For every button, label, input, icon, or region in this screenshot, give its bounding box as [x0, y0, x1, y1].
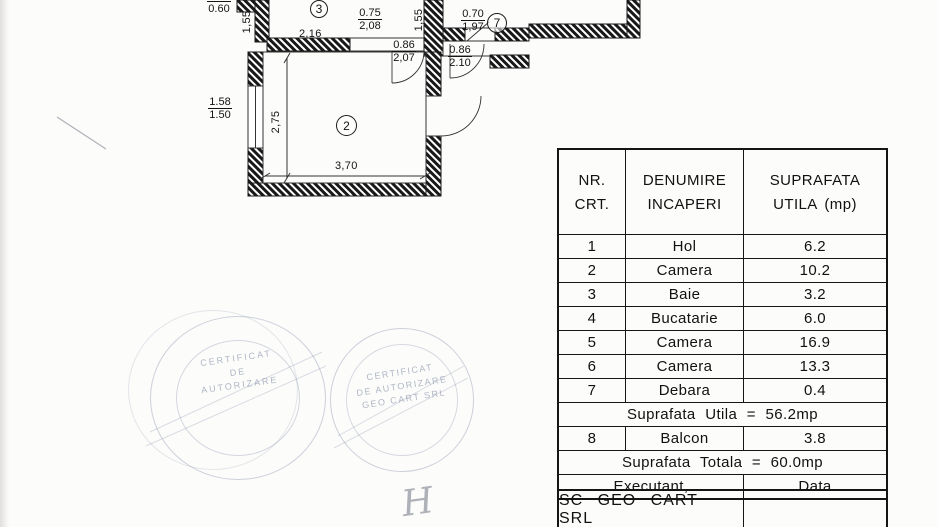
dim-window-height: 1.50	[209, 109, 231, 122]
cell-nr: 4	[587, 310, 597, 327]
total-row: Suprafata Totala = 60.0mp	[559, 450, 886, 474]
dimension-lines	[259, 52, 431, 184]
dim-window-158: 1.58 1.50	[205, 96, 235, 122]
cell-area: 10.2	[743, 259, 886, 282]
subtotal-text: Suprafata Utila = 56.2mp	[627, 406, 818, 423]
dim-room2-height: 2,75	[270, 110, 282, 134]
dim-door-086a-width: 0.86	[392, 39, 416, 53]
door-arcs	[391, 21, 490, 137]
cell-room-name: Baie	[625, 283, 743, 306]
cell-room-name: Camera	[625, 331, 743, 354]
dim-vertical-155-right: 1,55	[413, 8, 425, 32]
header-suprafata: SUPRAFATA	[769, 171, 861, 189]
header-denumire-incaperi: DENUMIRE INCAPERI	[625, 150, 743, 234]
dim-cut-top-value: 0.60	[207, 1, 231, 15]
stamp-right-inner-circle	[346, 344, 458, 456]
dim-window-width: 1.58	[208, 96, 232, 110]
thin-lines	[262, 27, 495, 184]
cell-area: 6.2	[743, 235, 886, 258]
cell-room-name: Hol	[625, 235, 743, 258]
signature-block: SC GEO CART SRL	[557, 489, 888, 527]
cell-area: 13.3	[743, 355, 886, 378]
room-number-2: 2	[336, 115, 357, 136]
dim-door-086a-height: 2,07	[393, 52, 415, 65]
cell-nr: 8	[587, 430, 597, 447]
table-row: 1 Hol 6.2	[559, 234, 886, 258]
table-header-row: NR. CRT. DENUMIRE INCAPERI SUPRAFATA UTI…	[559, 150, 886, 234]
dim-door-075-height: 2,08	[359, 20, 381, 33]
handwritten-mark: H	[399, 480, 437, 525]
dim-door-086b: 0.86 2.10	[445, 44, 475, 70]
dim-room2-width: 3,70	[335, 160, 358, 172]
dim-cut-top: 0.60	[204, 1, 234, 15]
table-row: 3 Baie 3.2	[559, 282, 886, 306]
dim-door-070-height: 1,97	[462, 21, 484, 34]
header-suprafata-utila: SUPRAFATA UTILA (mp)	[743, 150, 886, 234]
cell-nr: 2	[587, 262, 597, 279]
cell-nr: 1	[587, 238, 597, 255]
scan-edge-shadow	[0, 0, 9, 527]
total-text: Suprafata Totala = 60.0mp	[621, 454, 824, 471]
cell-area: 6.0	[743, 307, 886, 330]
dim-door-086a: 0.86 2,07	[388, 39, 420, 65]
header-denumire: DENUMIRE	[642, 171, 727, 189]
table-row: 6 Camera 13.3	[559, 354, 886, 378]
table-row: 2 Camera 10.2	[559, 258, 886, 282]
header-nr-crt: NR. CRT.	[559, 150, 625, 234]
dim-room3-width: 2,16	[299, 28, 322, 40]
dim-vertical-155-left: 1,55	[241, 10, 253, 34]
room-number-7: 7	[487, 13, 507, 33]
cell-area: 3.2	[743, 283, 886, 306]
header-nr: NR.	[578, 171, 606, 189]
cell-room-name: Camera	[625, 259, 743, 282]
dim-door-086b-height: 2.10	[449, 57, 471, 70]
cell-area: 0.4	[743, 379, 886, 402]
walls	[236, 0, 641, 197]
window	[247, 85, 264, 149]
dim-door-070-width: 0.70	[461, 8, 485, 22]
dim-door-075-width: 0.75	[358, 7, 382, 21]
stamp-left-ghost-circle	[128, 310, 298, 470]
dim-door-070: 0.70 1,97	[458, 8, 488, 34]
cell-room-name: Bucatarie	[625, 307, 743, 330]
header-crt: CRT.	[574, 195, 610, 213]
crease-line	[56, 116, 107, 150]
cell-room-name: Balcon	[625, 427, 743, 450]
company-name: SC GEO CART SRL	[559, 492, 698, 527]
header-incaperi: INCAPERI	[647, 195, 722, 213]
cell-room-name: Debara	[625, 379, 743, 402]
dim-door-075: 0.75 2,08	[354, 7, 386, 33]
stamp-right-outer-circle	[330, 328, 474, 472]
cell-area: 3.8	[743, 427, 886, 450]
floor-plan-drawing	[236, 0, 641, 197]
room-number-3: 3	[310, 0, 328, 18]
table-row: 5 Camera 16.9	[559, 330, 886, 354]
cell-nr: 6	[587, 358, 597, 375]
cell-nr: 7	[587, 382, 597, 399]
table-row: 4 Bucatarie 6.0	[559, 306, 886, 330]
subtotal-row: Suprafata Utila = 56.2mp	[559, 402, 886, 426]
dim-door-086b-width: 0.86	[448, 44, 472, 58]
cell-room-name: Camera	[625, 355, 743, 378]
cell-nr: 3	[587, 286, 597, 303]
room-area-table: NR. CRT. DENUMIRE INCAPERI SUPRAFATA UTI…	[557, 148, 888, 500]
date-cell-empty	[743, 491, 886, 527]
table-row: 7 Debara 0.4	[559, 378, 886, 402]
cell-nr: 5	[587, 334, 597, 351]
table-row-balcon: 8 Balcon 3.8	[559, 426, 886, 450]
header-utila-mp: UTILA (mp)	[773, 195, 857, 213]
cell-area: 16.9	[743, 331, 886, 354]
